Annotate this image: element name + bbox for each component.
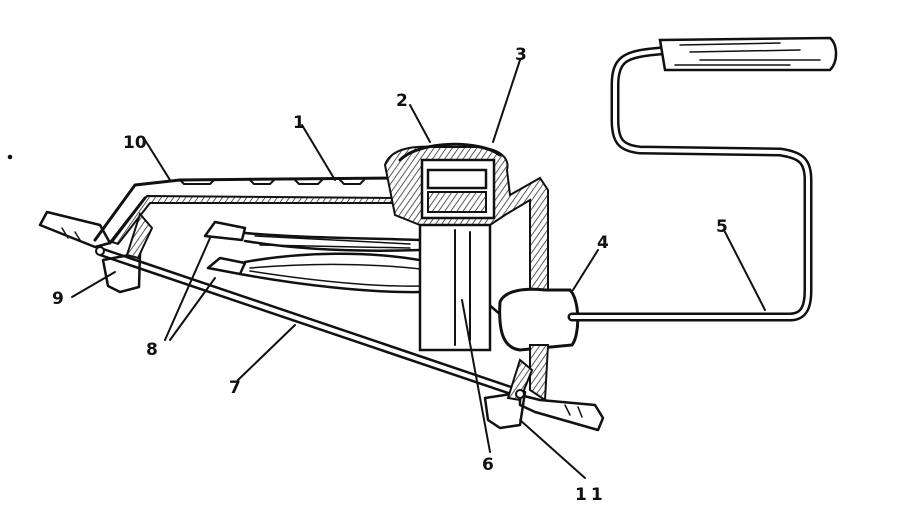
link-rod [95, 246, 522, 399]
callout-labels: 1 2 3 4 5 6 7 8 9 10 11 [52, 45, 728, 505]
stray-dot [7, 154, 13, 160]
callout-9: 9 [52, 289, 64, 309]
central-housing [383, 142, 549, 352]
leader-lines [71, 59, 766, 479]
left-foot-tab [38, 210, 154, 294]
spring-rods [203, 220, 507, 320]
callout-10: 10 [123, 133, 147, 153]
control-cable [567, 36, 838, 322]
coupling-block [498, 287, 580, 402]
callout-1: 1 [293, 113, 305, 133]
callout-2: 2 [396, 91, 408, 111]
callout-11: 11 [575, 485, 607, 505]
callout-6: 6 [482, 455, 494, 475]
callout-5: 5 [716, 217, 728, 237]
right-foot-tab [483, 358, 605, 432]
callout-8: 8 [146, 340, 158, 360]
callout-7: 7 [229, 378, 241, 398]
callout-4: 4 [597, 233, 609, 253]
callout-3: 3 [515, 45, 527, 65]
